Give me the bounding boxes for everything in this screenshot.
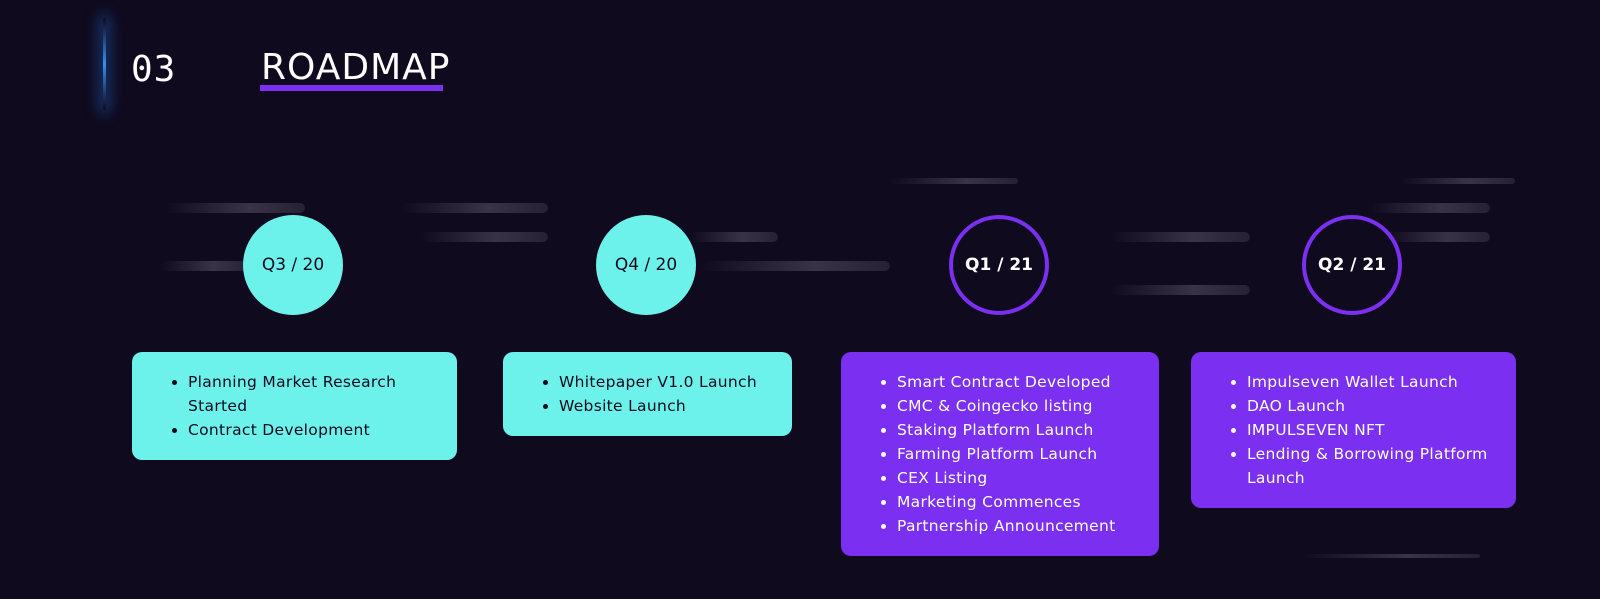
milestone-item: Farming Platform Launch bbox=[897, 442, 1139, 466]
decorative-streak bbox=[420, 232, 548, 242]
milestone-item: Marketing Commences bbox=[897, 490, 1139, 514]
milestone-item-list: Whitepaper V1.0 Launch Website Launch bbox=[539, 370, 772, 418]
section-number: 03 bbox=[131, 49, 177, 90]
decorative-streak bbox=[690, 232, 778, 242]
decorative-streak bbox=[700, 261, 890, 271]
milestone-card-q3-20: Planning Market Research Started Contrac… bbox=[132, 352, 457, 460]
milestone-circle-q3-20: Q3 / 20 bbox=[243, 215, 343, 315]
milestone-item: Whitepaper V1.0 Launch bbox=[559, 370, 772, 394]
decorative-streak bbox=[1385, 232, 1490, 242]
milestone-item: IMPULSEVEN NFT bbox=[1247, 418, 1496, 442]
section-title: ROADMAP bbox=[261, 47, 451, 88]
milestone-card-q2-21: Impulseven Wallet Launch DAO Launch IMPU… bbox=[1191, 352, 1516, 508]
milestone-card-q4-20: Whitepaper V1.0 Launch Website Launch bbox=[503, 352, 792, 436]
decorative-streak bbox=[1110, 285, 1250, 295]
milestone-item: CEX Listing bbox=[897, 466, 1139, 490]
milestone-item: CMC & Coingecko listing bbox=[897, 394, 1139, 418]
milestone-label: Q1 / 21 bbox=[965, 255, 1033, 275]
milestone-circle-q4-20: Q4 / 20 bbox=[596, 215, 696, 315]
title-underline bbox=[260, 85, 443, 91]
milestone-circle-q2-21: Q2 / 21 bbox=[1302, 215, 1402, 315]
decorative-streak bbox=[400, 203, 548, 213]
milestone-label: Q2 / 21 bbox=[1318, 255, 1386, 275]
milestone-item: Partnership Announcement bbox=[897, 514, 1139, 538]
milestone-item: Website Launch bbox=[559, 394, 772, 418]
milestone-item: DAO Launch bbox=[1247, 394, 1496, 418]
milestone-item: Staking Platform Launch bbox=[897, 418, 1139, 442]
decorative-streak bbox=[890, 178, 1018, 184]
milestone-label: Q3 / 20 bbox=[261, 255, 325, 275]
decorative-streak bbox=[160, 261, 250, 271]
milestone-item-list: Smart Contract Developed CMC & Coingecko… bbox=[877, 370, 1139, 538]
milestone-label: Q4 / 20 bbox=[614, 255, 678, 275]
decorative-streak bbox=[165, 203, 305, 213]
decorative-streak bbox=[1370, 203, 1490, 213]
milestone-item: Planning Market Research Started bbox=[188, 370, 437, 418]
decorative-streak bbox=[1300, 554, 1480, 558]
milestone-item: Contract Development bbox=[188, 418, 437, 442]
milestone-item: Smart Contract Developed bbox=[897, 370, 1139, 394]
decorative-streak bbox=[1400, 178, 1515, 184]
decorative-streak bbox=[1110, 232, 1250, 242]
milestone-item-list: Planning Market Research Started Contrac… bbox=[168, 370, 437, 442]
milestone-item-list: Impulseven Wallet Launch DAO Launch IMPU… bbox=[1227, 370, 1496, 490]
milestone-circle-q1-21: Q1 / 21 bbox=[949, 215, 1049, 315]
milestone-card-q1-21: Smart Contract Developed CMC & Coingecko… bbox=[841, 352, 1159, 556]
milestone-item: Lending & Borrowing Platform Launch bbox=[1247, 442, 1496, 490]
milestone-item: Impulseven Wallet Launch bbox=[1247, 370, 1496, 394]
glow-accent-line bbox=[103, 18, 106, 110]
